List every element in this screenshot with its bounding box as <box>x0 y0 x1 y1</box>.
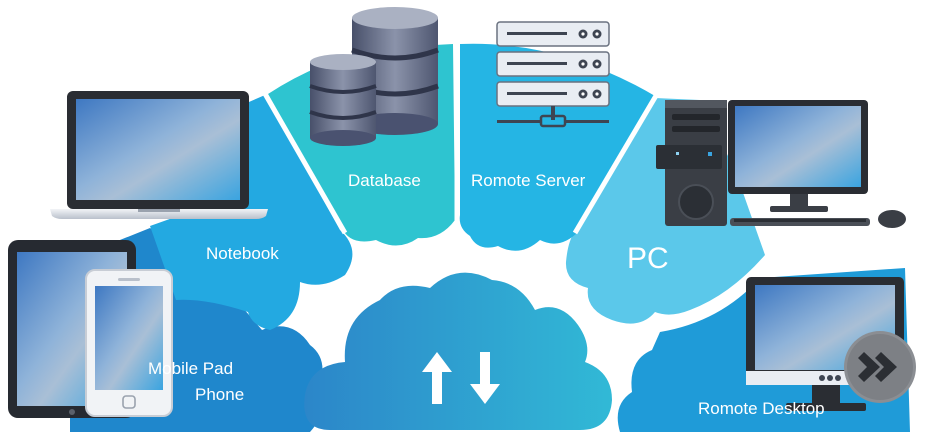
label-database: Database <box>348 171 421 190</box>
fast-forward-icon <box>844 331 916 403</box>
segment-dividers <box>261 40 660 235</box>
label-mobile-line2: Phone <box>195 385 244 404</box>
laptop-icon <box>50 91 268 219</box>
center-cloud <box>304 272 612 430</box>
up-down-arrows-icon <box>422 352 500 404</box>
label-pc: PC <box>627 242 669 275</box>
label-mobile-line1: Mobile Pad <box>148 359 233 378</box>
desktop-pc-icon <box>656 100 906 228</box>
database-icon <box>309 7 439 146</box>
phone-icon <box>85 269 173 417</box>
label-server: Romote Server <box>471 171 586 190</box>
server-rack-icon <box>496 21 610 128</box>
label-desktop: Romote Desktop <box>698 399 825 418</box>
label-notebook: Notebook <box>206 244 279 263</box>
